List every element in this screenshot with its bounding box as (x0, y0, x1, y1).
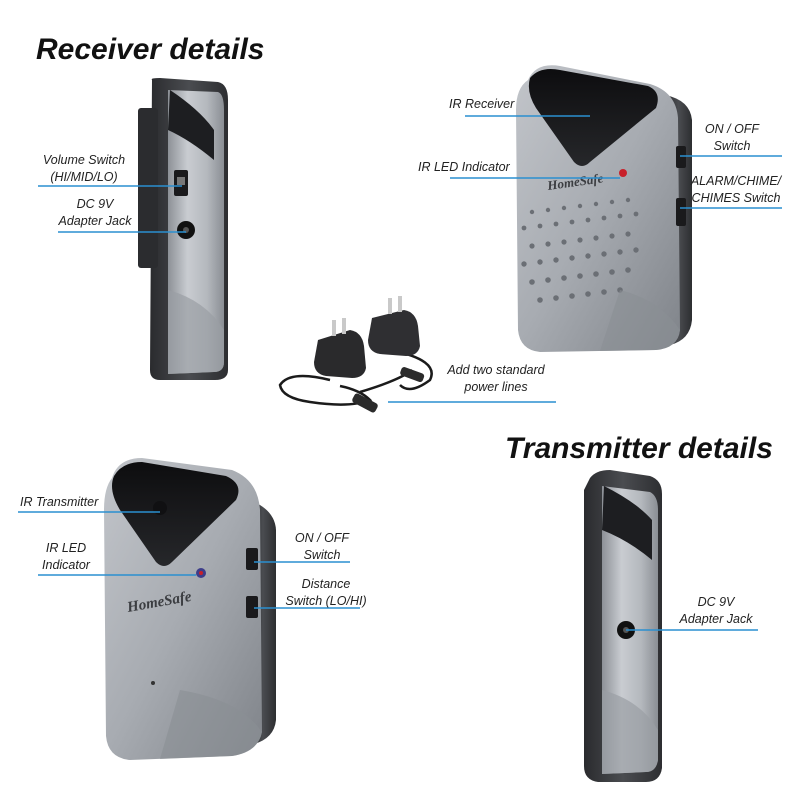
transmitter-front-callouts (18, 511, 360, 609)
label-alarm-switch: ALARM/CHIME/ CHIMES Switch (690, 174, 782, 205)
receiver-side-callouts (38, 185, 186, 233)
label-transmitter-dc-jack: DC 9V Adapter Jack (679, 595, 753, 626)
label-volume-switch: Volume Switch (HI/MID/LO) (42, 153, 126, 184)
transmitter-on-off-switch (246, 548, 258, 570)
power-adapters (278, 296, 433, 413)
receiver-front-view: HomeSafe (516, 65, 692, 352)
receiver-heading: Receiver details (36, 33, 265, 66)
ir-transmitter-lens (153, 501, 167, 515)
label-ir-receiver: IR Receiver (449, 97, 515, 111)
label-transmitter-ir-led: IR LED Indicator (42, 541, 90, 572)
receiver-front-callouts (450, 115, 782, 209)
label-receiver-dc-jack: DC 9V Adapter Jack (58, 197, 132, 228)
label-power-lines: Add two standard power lines (447, 363, 545, 394)
label-ir-transmitter: IR Transmitter (20, 495, 99, 509)
label-distance-switch: Distance Switch (LO/HI) (285, 577, 367, 608)
receiver-on-off-switch (676, 146, 686, 168)
transmitter-side-view (584, 470, 662, 782)
label-receiver-on-off: ON / OFF Switch (704, 122, 760, 153)
transmitter-heading: Transmitter details (505, 432, 773, 465)
transmitter-front-view: HomeSafe (104, 458, 276, 760)
label-receiver-ir-led: IR LED Indicator (418, 160, 510, 174)
receiver-led (619, 169, 627, 177)
label-transmitter-on-off: ON / OFF Switch (294, 531, 350, 562)
transmitter-distance-switch (246, 596, 258, 618)
receiver-side-view (138, 78, 228, 380)
receiver-alarm-switch (676, 198, 686, 226)
